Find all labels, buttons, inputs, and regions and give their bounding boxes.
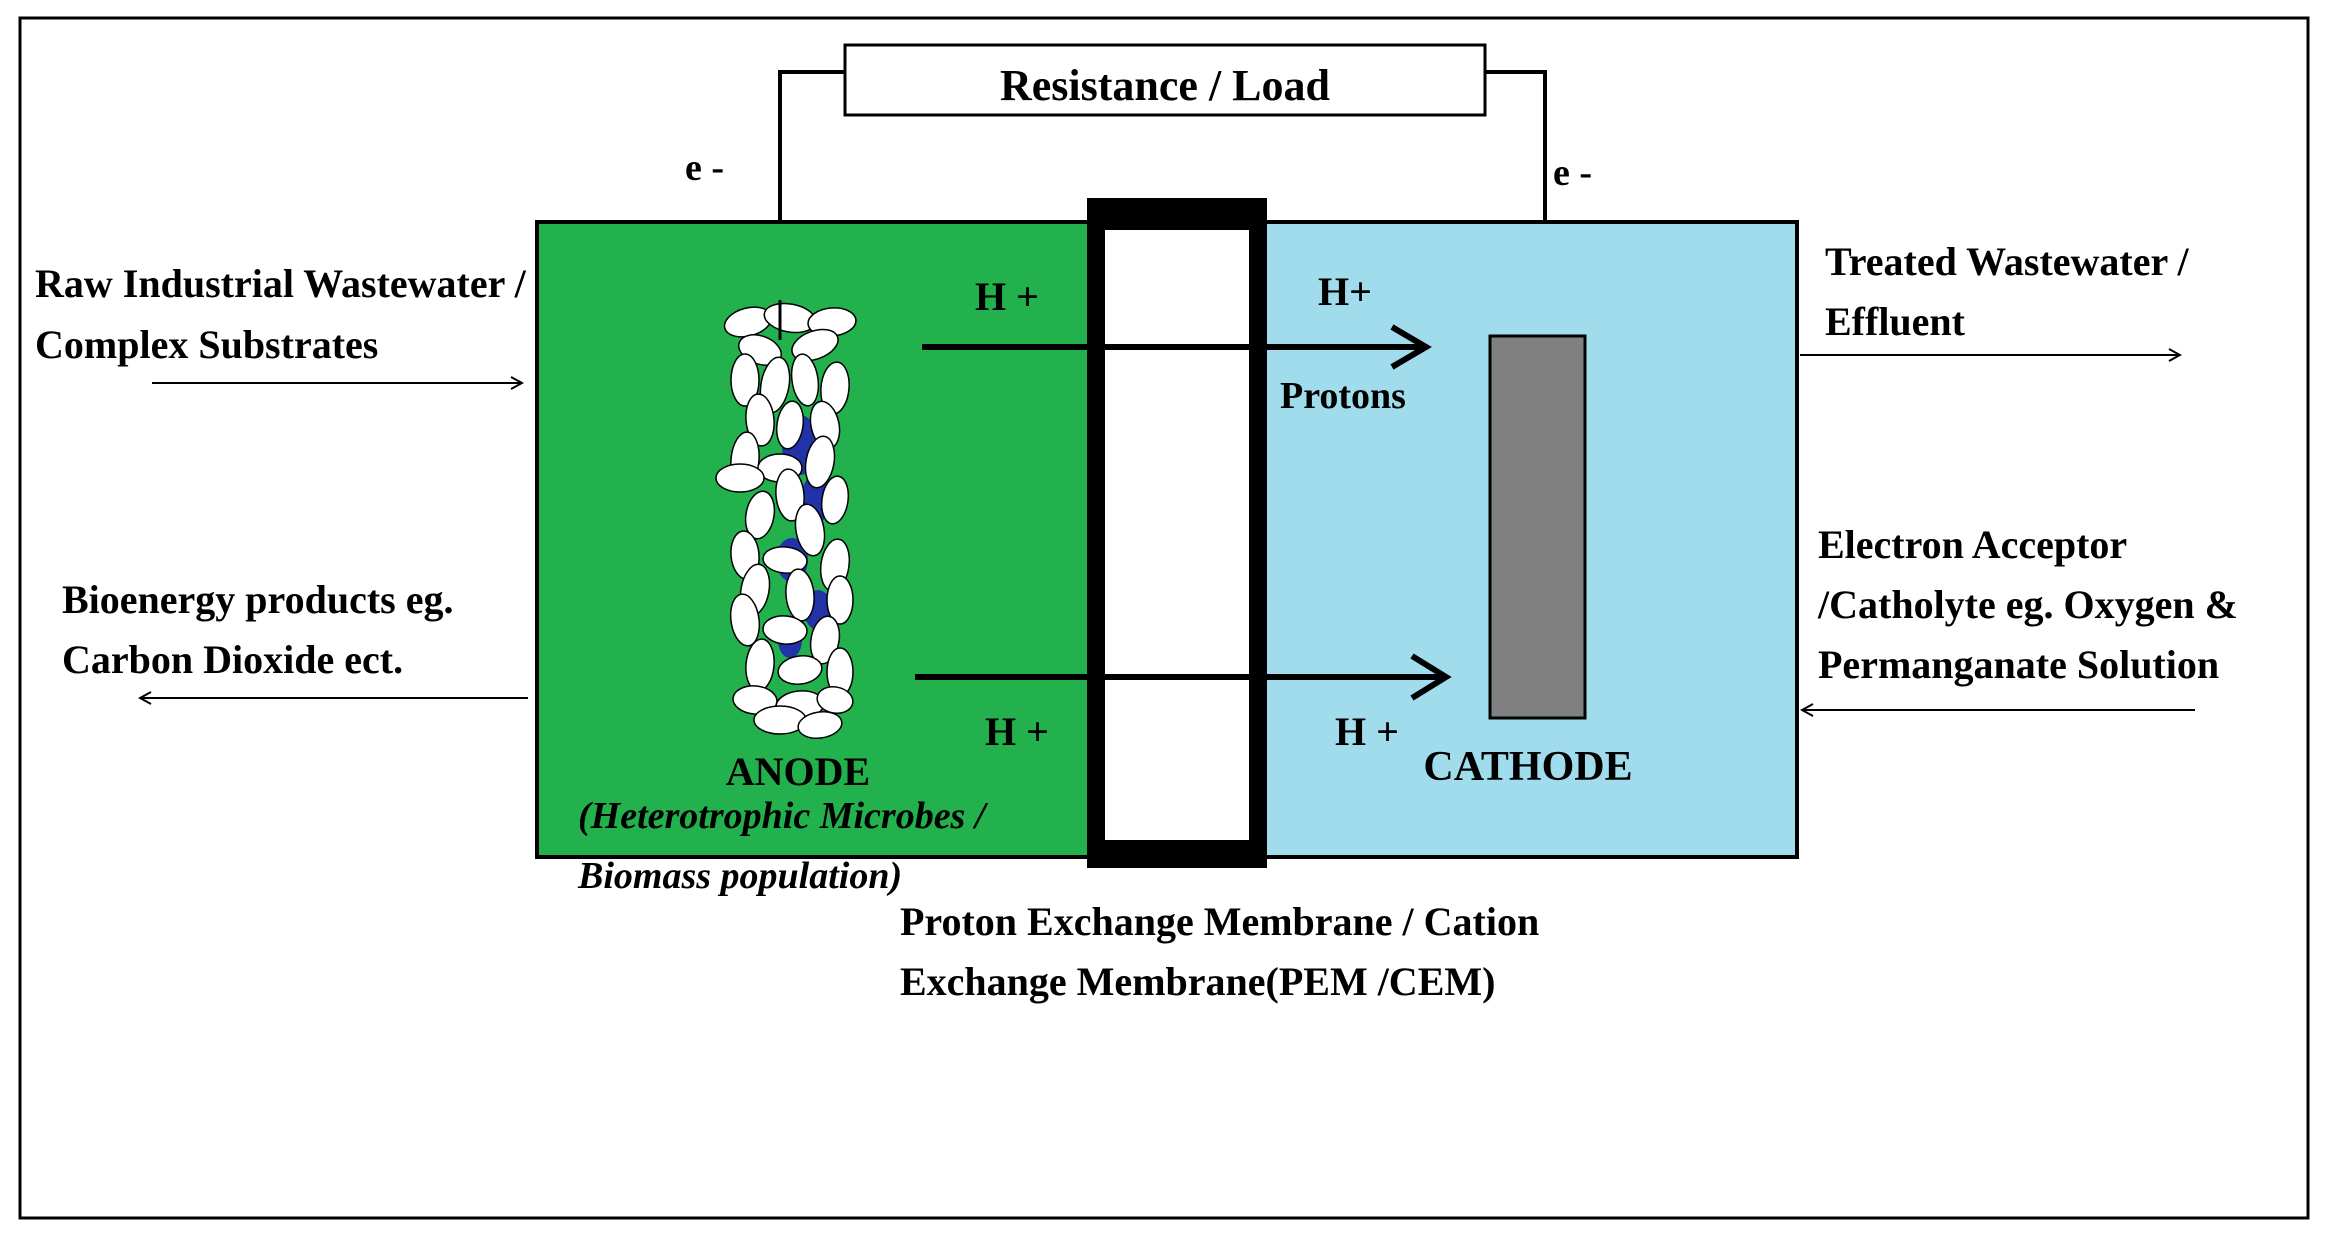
proton-label-cathode-bottom: H + [1335,709,1399,754]
microbial-cell [777,655,823,685]
acceptor-label-3: Permanganate Solution [1818,642,2219,687]
bioenergy-label-2: Carbon Dioxide ect. [62,637,403,682]
electron-label-right: e - [1553,152,1592,194]
load-box [843,43,1487,117]
microbial-cell [730,353,760,407]
cathode-label: CATHODE [1423,744,1632,790]
acceptor-label-1: Electron Acceptor [1818,522,2127,567]
microbial-cell [826,575,854,625]
raw-wastewater-label-2: Complex Substrates [35,322,378,367]
proton-label-anode-bottom: H + [985,709,1049,754]
membrane-inner [1105,230,1249,840]
proton-label-cathode-top: H+ [1318,269,1372,314]
microbial-cell [804,435,836,489]
acceptor-label-2: /Catholyte eg. Oxygen & [1817,582,2238,627]
microbial-cell [715,463,765,493]
bioenergy-label-1: Bioenergy products eg. [62,577,453,622]
microbial-cell [820,475,850,525]
treated-label-2: Effluent [1825,299,1966,344]
membrane-label-2: Exchange Membrane(PEM /CEM) [900,959,1495,1004]
microbial-cell [791,328,839,362]
raw-wastewater-label-1: Raw Industrial Wastewater / [35,261,527,306]
microbial-cell [775,400,805,450]
membrane-label-1: Proton Exchange Membrane / Cation [900,899,1539,944]
cathode-electrode [1488,334,1587,720]
anode-biofilm [715,302,857,739]
microbial-cell [797,711,843,739]
anode-sublabel-2: Biomass population) [577,855,902,897]
microbial-cell [785,568,815,622]
electron-label-left: e - [685,147,724,189]
anode-label: ANODE [726,749,870,794]
proton-label-anode-top: H + [975,274,1039,319]
microbial-cell [744,490,776,540]
microbial-cell [762,546,808,574]
treated-label-1: Treated Wastewater / [1825,239,2190,284]
microbial-cell [745,393,775,447]
proton-arrowhead-bottom [1410,653,1452,701]
proton-arrowhead-top [1390,324,1432,370]
microbial-cell [775,468,805,522]
load-label: Resistance / Load [1000,61,1330,110]
microbial-cell [794,503,826,557]
microbial-cell [729,593,761,647]
microbial-cell [762,615,808,645]
protons-label: Protons [1280,375,1406,417]
microbial-cell [790,353,820,407]
anode-sublabel-1: (Heterotrophic Microbes / [578,795,989,837]
